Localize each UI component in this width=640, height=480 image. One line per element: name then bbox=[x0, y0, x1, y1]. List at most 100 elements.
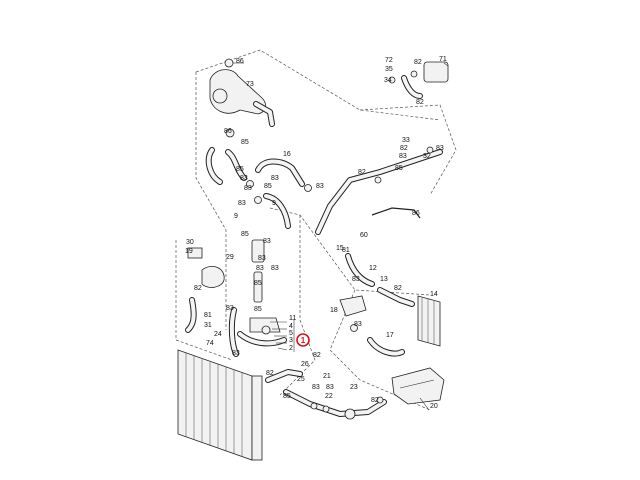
callout-label-l86c: 86 bbox=[412, 210, 420, 217]
sensor-wire bbox=[371, 207, 421, 219]
callout-label-l17: 17 bbox=[386, 332, 394, 339]
callout-label-l86b: 86 bbox=[224, 128, 232, 135]
callout-label-l2: 2 bbox=[289, 345, 293, 352]
callout-label-l83k: 83 bbox=[271, 265, 279, 272]
callout-label-l83n: 83 bbox=[354, 321, 362, 328]
outline-top bbox=[195, 49, 441, 121]
heater-core bbox=[417, 295, 441, 347]
callout-label-l83h: 83 bbox=[263, 238, 271, 245]
tank-71 bbox=[423, 61, 449, 83]
auxiliary-pump bbox=[185, 247, 239, 357]
outline-right-upper bbox=[359, 104, 457, 196]
callout-label-l72: 72 bbox=[385, 57, 393, 64]
callout-label-l15: 15 bbox=[336, 245, 344, 252]
callout-label-l83j: 83 bbox=[256, 265, 264, 272]
highlighted-callout: 1 bbox=[296, 333, 310, 347]
callout-label-l22: 22 bbox=[325, 393, 333, 400]
callout-label-l82h: 82 bbox=[266, 370, 274, 377]
central-connectors bbox=[237, 239, 287, 347]
callout-label-l85f: 85 bbox=[254, 280, 262, 287]
callout-label-l18: 18 bbox=[330, 307, 338, 314]
callout-label-l13: 13 bbox=[380, 276, 388, 283]
callout-label-l86a: 86 bbox=[236, 58, 244, 65]
housing-cap bbox=[212, 88, 228, 104]
callout-label-l85a: 85 bbox=[241, 139, 249, 146]
duct-20 bbox=[391, 367, 445, 405]
callout-label-l32: 32 bbox=[423, 153, 431, 160]
callout-label-l82b: 82 bbox=[416, 99, 424, 106]
clip-86-top bbox=[224, 58, 234, 68]
coolant-pipe-long bbox=[315, 146, 443, 235]
clip-86-mid bbox=[225, 128, 235, 138]
callout-label-l83e: 83 bbox=[316, 183, 324, 190]
callout-label-l83q: 83 bbox=[326, 384, 334, 391]
callout-label-l35: 35 bbox=[385, 66, 393, 73]
callout-label-l85d: 85 bbox=[395, 165, 403, 172]
thermostat-housing bbox=[209, 58, 275, 138]
callout-label-l83b: 83 bbox=[271, 175, 279, 182]
radiator-tank bbox=[251, 375, 263, 461]
callout-label-l26: 26 bbox=[301, 361, 309, 368]
leader-lines bbox=[233, 62, 449, 411]
callout-label-l3: 3 bbox=[289, 337, 293, 344]
callout-label-l82g: 82 bbox=[313, 352, 321, 359]
callout-label-l21: 21 bbox=[323, 373, 331, 380]
callout-label-l12: 12 bbox=[369, 265, 377, 272]
callout-label-l20: 20 bbox=[430, 403, 438, 410]
lower-pipes bbox=[265, 369, 387, 420]
callout-label-l85h: 85 bbox=[283, 393, 291, 400]
callout-label-l16: 16 bbox=[283, 151, 291, 158]
callout-label-l83l: 83 bbox=[352, 276, 360, 283]
pump-body bbox=[201, 266, 225, 288]
callout-label-l60: 60 bbox=[360, 232, 368, 239]
radiator bbox=[177, 349, 263, 461]
callout-label-l34: 34 bbox=[384, 77, 392, 84]
outline-center bbox=[279, 215, 316, 396]
callout-label-l85b: 85 bbox=[236, 166, 244, 173]
callout-label-l83m: 83 bbox=[226, 305, 234, 312]
callout-label-l83i: 83 bbox=[258, 255, 266, 262]
callout-label-l9b: 9 bbox=[234, 213, 238, 220]
callout-label-l30: 30 bbox=[186, 239, 194, 246]
callout-label-l71: 71 bbox=[439, 56, 447, 63]
callout-label-l29: 29 bbox=[226, 254, 234, 261]
callout-label-l31: 31 bbox=[204, 322, 212, 329]
radiator-fins bbox=[185, 353, 243, 457]
callout-label-l82e: 82 bbox=[194, 285, 202, 292]
callout-label-l23: 23 bbox=[350, 384, 358, 391]
callout-label-l33: 33 bbox=[402, 137, 410, 144]
callout-label-l82f: 82 bbox=[394, 285, 402, 292]
radiator-core bbox=[177, 349, 253, 461]
highlight-number: 1 bbox=[301, 336, 306, 345]
upper-left-hoses bbox=[205, 147, 312, 229]
callout-label-l83o: 83 bbox=[232, 350, 240, 357]
callout-label-l73: 73 bbox=[246, 81, 254, 88]
callout-label-l85e: 85 bbox=[241, 231, 249, 238]
callout-label-l25: 25 bbox=[297, 376, 305, 383]
callout-label-l11: 11 bbox=[289, 315, 296, 322]
air-duct bbox=[391, 367, 445, 405]
callout-label-l24: 24 bbox=[214, 331, 222, 338]
outline-middle bbox=[269, 207, 431, 296]
callout-label-l85c: 85 bbox=[264, 183, 272, 190]
callout-label-l83p: 83 bbox=[312, 384, 320, 391]
callout-label-l4: 4 bbox=[289, 323, 293, 330]
highlight-ring bbox=[296, 333, 310, 347]
callout-label-l83c: 83 bbox=[244, 185, 252, 192]
outline-left-upper bbox=[195, 72, 227, 330]
callout-label-l83g: 83 bbox=[399, 153, 407, 160]
callout-label-l81a: 81 bbox=[342, 247, 350, 254]
callout-label-l83f: 83 bbox=[436, 145, 444, 152]
callout-label-l74: 74 bbox=[206, 340, 214, 347]
outline-left-lower bbox=[175, 240, 233, 361]
callout-label-l83a: 83 bbox=[240, 175, 248, 182]
right-middle-hoses bbox=[339, 253, 415, 357]
callout-label-l19: 19 bbox=[185, 248, 193, 255]
callout-label-l81b: 81 bbox=[204, 312, 212, 319]
callout-label-l14: 14 bbox=[430, 291, 438, 298]
callout-label-l85g: 85 bbox=[254, 306, 262, 313]
callout-label-l82a: 82 bbox=[414, 59, 422, 66]
callout-label-l9a: 9 bbox=[272, 200, 276, 207]
